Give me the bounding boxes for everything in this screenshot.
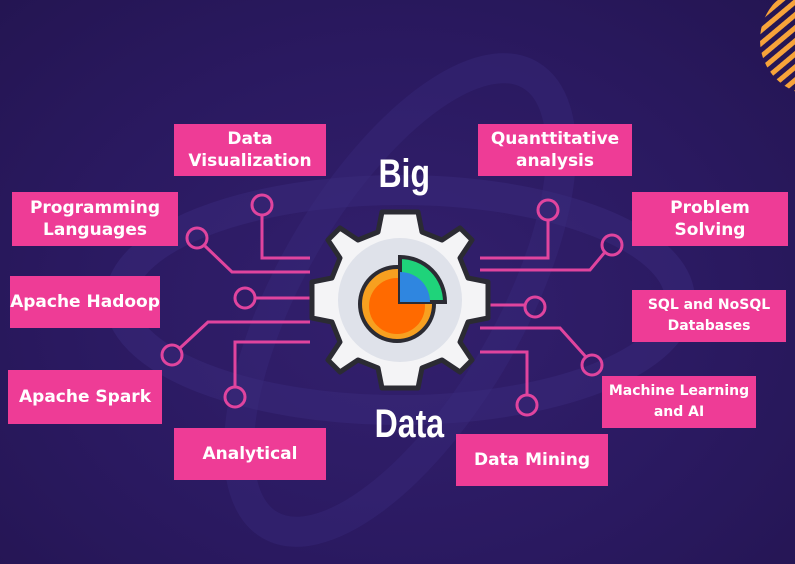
skill-analytical: Analytical <box>174 428 326 480</box>
skill-data-visualization: Data Visualization <box>174 124 326 176</box>
skill-apache-hadoop: Apache Hadoop <box>10 276 160 328</box>
title-data: Data <box>374 402 445 446</box>
skill-sql-nosql: SQL and NoSQL Databases <box>632 290 786 342</box>
striped-circle-decoration <box>760 0 795 92</box>
skill-programming-languages: Programming Languages <box>12 192 178 246</box>
skill-quantitative-analysis: Quanttitative analysis <box>478 124 632 176</box>
title-big: Big <box>378 152 430 196</box>
skill-machine-learning: Machine Learning and AI <box>602 376 756 428</box>
skill-apache-spark: Apache Spark <box>8 370 162 424</box>
gear-icon <box>309 209 491 391</box>
skill-problem-solving: Problem Solving <box>632 192 788 246</box>
skill-data-mining: Data Mining <box>456 434 608 486</box>
